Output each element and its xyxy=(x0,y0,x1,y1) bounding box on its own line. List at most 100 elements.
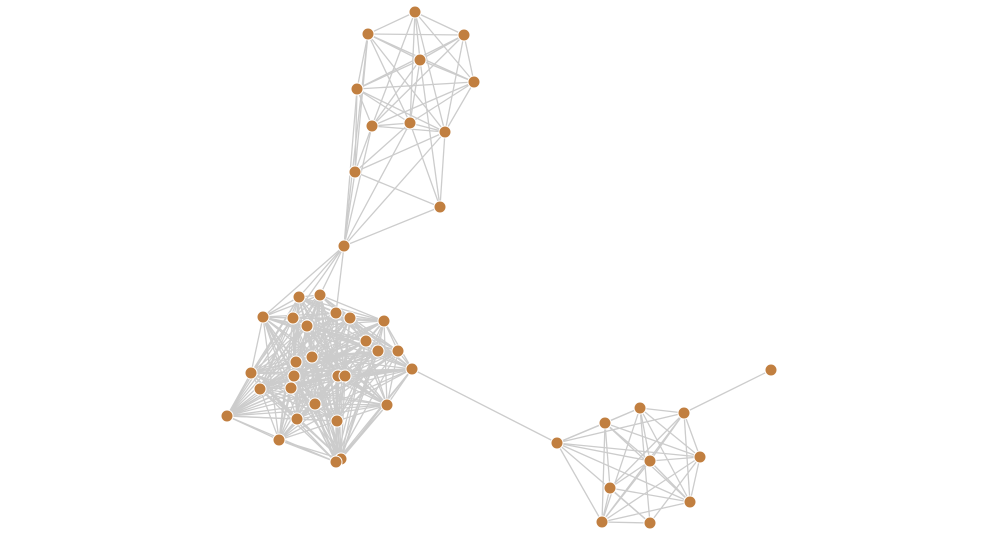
edge-b7-b17 xyxy=(349,317,413,370)
node-t7[interactable] xyxy=(365,119,379,133)
node-b22[interactable] xyxy=(380,398,394,412)
edge-b20-b22 xyxy=(290,387,388,406)
node-b1[interactable] xyxy=(292,290,306,304)
edge-t1-t2 xyxy=(367,11,416,35)
edge-r3-r4 xyxy=(639,407,685,414)
edge-b17-b20 xyxy=(290,368,413,389)
edge-b18-b23 xyxy=(226,372,252,417)
node-t10[interactable] xyxy=(348,165,362,179)
edge-b3-b6 xyxy=(262,312,337,318)
edge-r3-r9 xyxy=(601,407,641,523)
edge-t1-t9 xyxy=(414,11,446,133)
edge-b22-b25 xyxy=(336,404,388,422)
edge-t1-t3 xyxy=(414,11,465,36)
node-b20[interactable] xyxy=(284,381,298,395)
node-b7[interactable] xyxy=(343,311,357,325)
node-b3[interactable] xyxy=(256,310,270,324)
edge-b12-b17 xyxy=(311,356,413,370)
edge-t5-t7 xyxy=(371,81,475,127)
edge-b4-b23 xyxy=(226,317,294,417)
node-b16[interactable] xyxy=(338,369,352,383)
edge-t7-hub xyxy=(343,125,373,247)
node-r7[interactable] xyxy=(603,481,617,495)
edge-b11-b25 xyxy=(336,350,399,422)
edge-b5-b18 xyxy=(250,325,308,374)
node-r9[interactable] xyxy=(595,515,609,529)
node-b17[interactable] xyxy=(405,362,419,376)
edge-b18-b20 xyxy=(250,372,292,389)
edge-b21-b28 xyxy=(314,403,337,463)
edge-b2-b8 xyxy=(319,294,385,322)
node-t11[interactable] xyxy=(433,200,447,214)
edge-t10-t11 xyxy=(354,171,441,208)
node-t1[interactable] xyxy=(408,5,422,19)
node-b14[interactable] xyxy=(287,369,301,383)
node-b4[interactable] xyxy=(286,311,300,325)
edge-t7-t10 xyxy=(354,125,373,173)
node-r6[interactable] xyxy=(643,454,657,468)
edge-r2-r5 xyxy=(604,422,701,458)
edge-t11-hub xyxy=(343,206,441,247)
edge-b4-b19 xyxy=(259,317,294,390)
node-t4[interactable] xyxy=(413,53,427,67)
node-b21[interactable] xyxy=(308,397,322,411)
edge-b7-b18 xyxy=(250,317,351,374)
node-b23[interactable] xyxy=(220,409,234,423)
node-r4[interactable] xyxy=(677,406,691,420)
edge-r5-r8 xyxy=(689,456,701,503)
node-b2[interactable] xyxy=(313,288,327,302)
node-b26[interactable] xyxy=(272,433,286,447)
node-b13[interactable] xyxy=(289,355,303,369)
node-t9[interactable] xyxy=(438,125,452,139)
node-b11[interactable] xyxy=(391,344,405,358)
edge-b20-b27 xyxy=(290,387,342,460)
edge-t5-t6 xyxy=(356,81,475,90)
edge-b8-b18 xyxy=(250,320,385,374)
edge-r6-r7 xyxy=(609,460,651,489)
edge-b19-b24 xyxy=(259,388,298,420)
node-r2[interactable] xyxy=(598,416,612,430)
node-b5[interactable] xyxy=(300,319,314,333)
node-t3[interactable] xyxy=(457,28,471,42)
edge-t6-t10 xyxy=(354,88,358,173)
edge-b5-b19 xyxy=(259,325,308,390)
node-b24[interactable] xyxy=(290,412,304,426)
node-r8[interactable] xyxy=(683,495,697,509)
node-b8[interactable] xyxy=(377,314,391,328)
edge-b16-b25 xyxy=(336,375,346,422)
edge-r7-r10 xyxy=(609,487,651,524)
node-t12[interactable] xyxy=(350,82,364,96)
edge-t4-t5 xyxy=(419,59,475,83)
edge-b3-b18 xyxy=(250,316,264,374)
node-b25[interactable] xyxy=(330,414,344,428)
edge-t8-hub xyxy=(343,122,411,247)
edge-t6-t8 xyxy=(356,88,411,124)
node-r1[interactable] xyxy=(550,436,564,450)
edge-r5-r6 xyxy=(649,456,701,462)
edges-layer xyxy=(226,11,772,524)
node-b28[interactable] xyxy=(329,455,343,469)
edge-b19-b26 xyxy=(259,388,280,441)
node-r11[interactable] xyxy=(764,363,778,377)
node-b9[interactable] xyxy=(359,334,373,348)
edge-hub-b3 xyxy=(262,245,345,318)
edge-b14-b23 xyxy=(226,375,295,417)
node-b6[interactable] xyxy=(329,306,343,320)
node-r10[interactable] xyxy=(643,516,657,530)
node-b18[interactable] xyxy=(244,366,258,380)
node-t2[interactable] xyxy=(361,27,375,41)
node-b19[interactable] xyxy=(253,382,267,396)
node-r3[interactable] xyxy=(633,401,647,415)
node-t8[interactable] xyxy=(403,116,417,130)
edge-b19-b21 xyxy=(259,388,316,405)
node-r5[interactable] xyxy=(693,450,707,464)
node-b12[interactable] xyxy=(305,350,319,364)
edge-t5-t8 xyxy=(409,81,475,124)
edge-r6-r9 xyxy=(601,460,651,523)
node-hub[interactable] xyxy=(337,239,351,253)
edge-t3-t5 xyxy=(463,34,475,83)
node-t5[interactable] xyxy=(467,75,481,89)
node-b10[interactable] xyxy=(371,344,385,358)
edge-t8-t10 xyxy=(354,122,411,173)
